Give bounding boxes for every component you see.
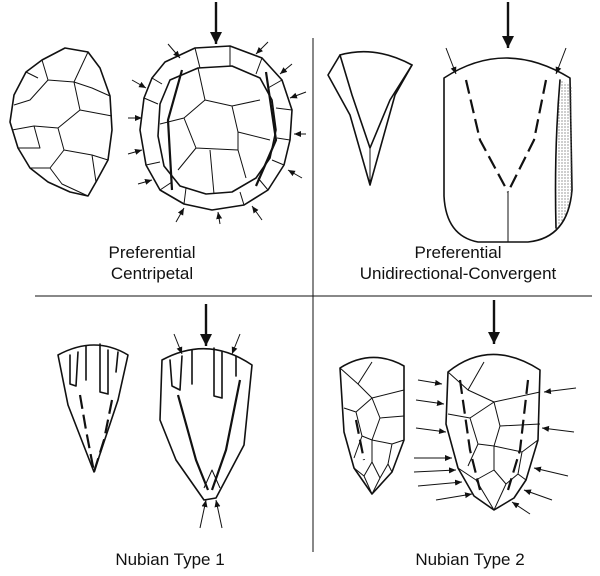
centripetal-core-after (127, 2, 307, 225)
arrow-icon (287, 169, 303, 179)
unidirectional-core (443, 2, 573, 243)
nubian1-point (57, 343, 129, 473)
arrow-icon (413, 467, 457, 474)
arrow-icon (251, 205, 263, 221)
caption-line: Unidirectional-Convergent (359, 264, 557, 283)
arrow-icon (435, 492, 473, 501)
caption-preferential-unidirectional-convergent: Preferential Unidirectional-Convergent (318, 242, 598, 284)
panel-preferential-centripetal (9, 2, 307, 225)
arrow-icon (555, 47, 567, 75)
panel-preferential-unidirectional-convergent (327, 2, 573, 243)
arrow-icon (167, 43, 181, 59)
caption-nubian-type-1: Nubian Type 1 (70, 549, 270, 570)
panel-nubian-type-2 (339, 300, 577, 515)
arrow-icon (415, 399, 445, 406)
arrow-icon (231, 333, 241, 355)
arrow-icon (417, 379, 443, 386)
arrow-icon (541, 425, 575, 433)
caption-line: Preferential (414, 243, 502, 262)
arrow-icon (543, 387, 577, 395)
arrow-icon (255, 41, 269, 55)
arrow-icon (175, 207, 185, 223)
arrow-icon (214, 499, 223, 529)
arrow-icon (289, 91, 307, 99)
arrow-icon (523, 489, 553, 501)
arrow-icon (445, 47, 457, 75)
caption-line: Preferential (108, 243, 196, 262)
unidirectional-point (327, 50, 413, 186)
nubian1-core (159, 304, 253, 529)
arrow-icon (131, 79, 147, 89)
caption-line: Nubian Type 2 (415, 550, 525, 569)
nubian2-core (413, 300, 577, 515)
arrow-icon (511, 501, 531, 515)
caption-line: Nubian Type 1 (115, 550, 225, 569)
arrow-icon (279, 63, 293, 75)
arrow-icon (137, 179, 153, 185)
arrow-icon (216, 211, 223, 225)
arrow-icon (417, 479, 463, 487)
arrow-icon (173, 333, 183, 355)
centripetal-core-before (9, 47, 113, 197)
panel-nubian-type-1 (57, 304, 253, 529)
caption-preferential-centripetal: Preferential Centripetal (62, 242, 242, 284)
arrow-icon (127, 149, 143, 155)
arrow-icon (199, 499, 208, 529)
caption-line: Centripetal (110, 264, 194, 283)
nubian2-point (339, 356, 405, 495)
arrow-icon (533, 466, 569, 477)
arrow-icon (415, 427, 447, 435)
caption-nubian-type-2: Nubian Type 2 (370, 549, 570, 570)
